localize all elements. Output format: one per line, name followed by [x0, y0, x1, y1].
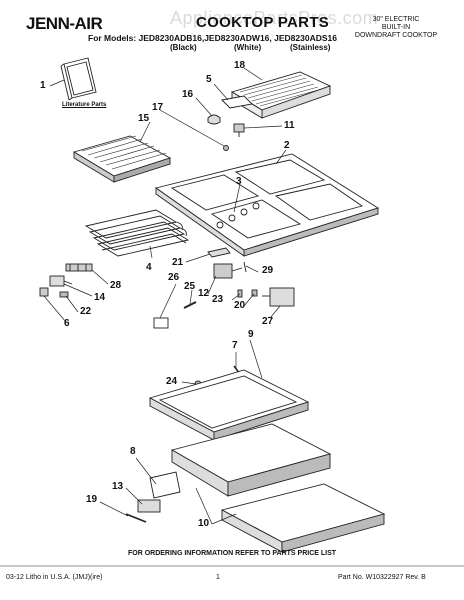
control-13 — [137, 499, 161, 513]
heating-element — [84, 209, 190, 257]
variant-white: (White) — [234, 43, 262, 52]
literature-booklet — [60, 57, 97, 101]
callout-14: 14 — [94, 292, 106, 303]
footer-page-number: 1 — [216, 574, 220, 581]
callout-12: 12 — [198, 288, 210, 299]
downdraft-grille — [230, 71, 332, 119]
callout-7: 7 — [232, 340, 238, 351]
filter-tray — [148, 369, 310, 441]
callout-2: 2 — [284, 140, 290, 151]
clip-22 — [59, 291, 69, 298]
clip-6 — [39, 287, 49, 297]
literature-parts-label: Literature Parts — [62, 102, 107, 108]
lower-pan-upper — [170, 423, 332, 497]
relay-27 — [262, 287, 295, 307]
callout-21: 21 — [172, 257, 184, 268]
knob-shape — [207, 114, 221, 125]
callout-10: 10 — [198, 518, 210, 529]
switch-assembly-12 — [213, 263, 243, 279]
callout-23: 23 — [212, 294, 224, 305]
pin-25 — [183, 301, 197, 309]
callout-20: 20 — [234, 300, 246, 311]
callout-25: 25 — [184, 281, 196, 292]
switch-11 — [233, 123, 245, 137]
callout-17: 17 — [152, 102, 164, 113]
grill-grate — [72, 135, 172, 183]
callout-18: 18 — [234, 60, 246, 71]
callout-28: 28 — [110, 280, 122, 291]
callout-8: 8 — [130, 446, 136, 457]
description-line: DOWNDRAFT COOKTOP — [354, 32, 438, 39]
spring-20 — [251, 289, 258, 297]
brand-logo: JENN-AIR — [26, 14, 103, 33]
callout-3: 3 — [236, 176, 242, 187]
panel-8 — [149, 471, 181, 499]
callout-22: 22 — [80, 306, 92, 317]
ordering-info: FOR ORDERING INFORMATION REFER TO PARTS … — [127, 550, 337, 557]
description-line: 30" ELECTRIC — [372, 16, 420, 23]
callout-1: 1 — [40, 80, 46, 91]
lower-pan-lower — [220, 483, 386, 553]
callout-15: 15 — [138, 113, 150, 124]
spring-29 — [243, 261, 247, 273]
watermark: AppliancePartsPros.com — [170, 8, 379, 28]
page-title: COOKTOP PARTS — [196, 14, 330, 31]
cooktop-frame — [154, 153, 380, 257]
callout-26: 26 — [168, 272, 180, 283]
spring-23 — [237, 289, 243, 298]
callout-19: 19 — [86, 494, 98, 505]
cable-19 — [125, 513, 147, 523]
variant-stainless: (Stainless) — [290, 43, 331, 52]
callout-27: 27 — [262, 316, 274, 327]
leader-lines — [43, 67, 287, 525]
screw-17 — [223, 145, 229, 151]
receptacle-14 — [49, 275, 73, 287]
callout-4: 4 — [146, 262, 152, 273]
terminal-block-28 — [65, 263, 93, 272]
bracket-plate — [221, 95, 253, 109]
footer-litho: 03-12 Litho in U.S.A. (JMJ)(ire) — [6, 574, 103, 581]
callout-9: 9 — [248, 329, 254, 340]
callout-13: 13 — [112, 481, 124, 492]
description-line: BUILT-IN — [381, 24, 411, 31]
bracket-21 — [207, 247, 231, 258]
models-line: For Models: JED8230ADB16,JED8230ADW16, J… — [88, 33, 337, 43]
footer-part-number: Part No. W10322927 Rev. B — [338, 574, 426, 581]
callout-11: 11 — [284, 120, 295, 131]
variant-black: (Black) — [170, 43, 197, 52]
callout-16: 16 — [182, 89, 194, 100]
callout-5: 5 — [206, 74, 212, 85]
product-description: 30" ELECTRIC BUILT-IN DOWNDRAFT COOKTOP — [340, 16, 452, 40]
callout-6: 6 — [64, 318, 70, 329]
plate-26 — [153, 317, 169, 329]
callout-29: 29 — [262, 265, 274, 276]
callout-24: 24 — [166, 376, 178, 387]
